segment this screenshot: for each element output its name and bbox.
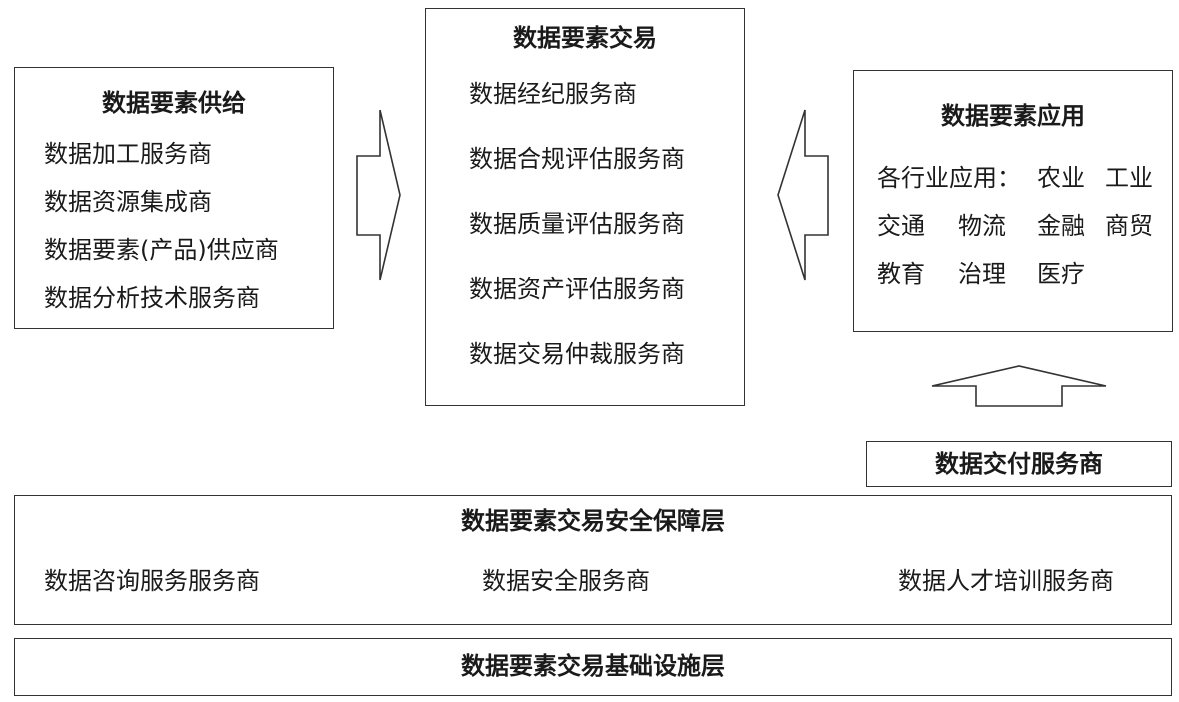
security-item: 数据咨询服务服务商 [44, 567, 260, 595]
trade-item: 数据资产评估服务商 [469, 275, 685, 303]
security-item: 数据安全服务商 [482, 567, 650, 595]
trade-item: 数据经纪服务商 [469, 80, 637, 108]
application-title: 数据要素应用 [941, 102, 1085, 130]
trade-box [425, 8, 745, 406]
industry-label: 治理 [958, 260, 1006, 288]
industry-label: 交通 [877, 212, 925, 240]
up-arrow-icon [931, 365, 1107, 407]
industry-label: 农业 [1037, 164, 1085, 192]
industry-label: 医疗 [1037, 260, 1085, 288]
industry-label: 物流 [958, 212, 1006, 240]
supply-item: 数据加工服务商 [44, 140, 212, 168]
industry-label: 商贸 [1105, 212, 1153, 240]
application-prefix: 各行业应用： [877, 164, 1021, 192]
industry-label: 金融 [1037, 212, 1085, 240]
security-layer-title: 数据要素交易安全保障层 [461, 507, 725, 535]
right-arrow-icon [356, 109, 401, 281]
delivery-label: 数据交付服务商 [935, 450, 1103, 478]
supply-item: 数据资源集成商 [44, 188, 212, 216]
delivery-box [866, 441, 1172, 487]
trade-item: 数据质量评估服务商 [469, 210, 685, 238]
security-item: 数据人才培训服务商 [898, 567, 1114, 595]
supply-item: 数据要素(产品)供应商 [44, 236, 279, 264]
application-box [853, 70, 1173, 332]
trade-item: 数据合规评估服务商 [469, 145, 685, 173]
industry-label: 工业 [1105, 164, 1153, 192]
infrastructure-layer-box [14, 638, 1172, 696]
infrastructure-layer-title: 数据要素交易基础设施层 [461, 652, 725, 680]
trade-item: 数据交易仲裁服务商 [469, 340, 685, 368]
supply-item: 数据分析技术服务商 [44, 284, 260, 312]
security-layer-box [14, 495, 1172, 625]
left-arrow-icon [777, 109, 829, 281]
supply-title: 数据要素供给 [102, 89, 246, 117]
trade-title: 数据要素交易 [513, 24, 657, 52]
supply-box [14, 67, 334, 329]
industry-label: 教育 [877, 260, 925, 288]
